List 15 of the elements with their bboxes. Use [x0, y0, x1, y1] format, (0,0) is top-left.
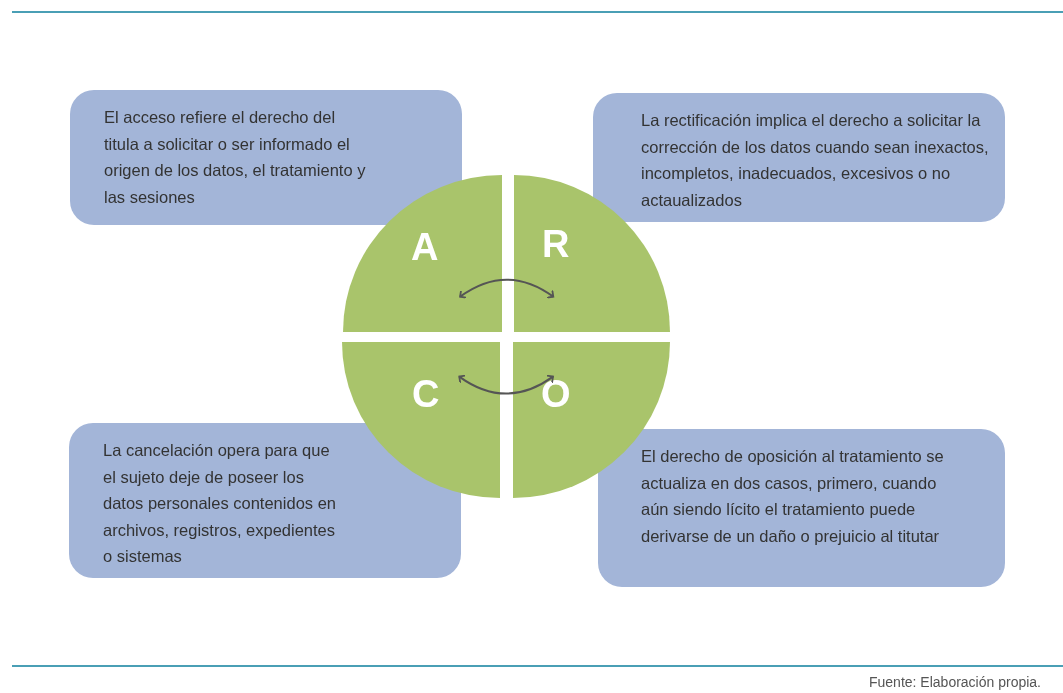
text-box: [69, 423, 461, 578]
text-box: [598, 429, 1005, 587]
quadrant-letter: C: [412, 373, 440, 416]
text-box: [70, 90, 462, 225]
quadrant-letter: O: [541, 373, 571, 416]
description-text: El acceso refiere el derecho del titula a solicitar o ser informado el origen de los datos, el tratamiento y las sesiones: [104, 107, 367, 208]
quadrant-letter: R: [542, 223, 570, 266]
description-text: El derecho de oposición al tratamiento se actualiza en dos casos, primero, cuando aún siendo lícito el tratamiento puede derivarse de un daño o prejuicio al titutar: [641, 446, 945, 547]
text-box: [593, 93, 1005, 222]
source-note: Fuente: Elaboración propia.: [869, 674, 1041, 690]
description-text: La rectificación implica el derecho a solicitar la corrección de los datos cuando sean inexactos, incompletos, inadecuados, excesivos o no actaualizados: [641, 110, 990, 211]
double-arrow: [459, 278, 555, 299]
description-text: La cancelación opera para que el sujeto deje de poseer los datos personales contenidos en archivos, registros, expedientes o sistemas: [103, 440, 337, 567]
quadrant-letter: A: [411, 226, 439, 269]
double-arrow: [458, 374, 555, 395]
